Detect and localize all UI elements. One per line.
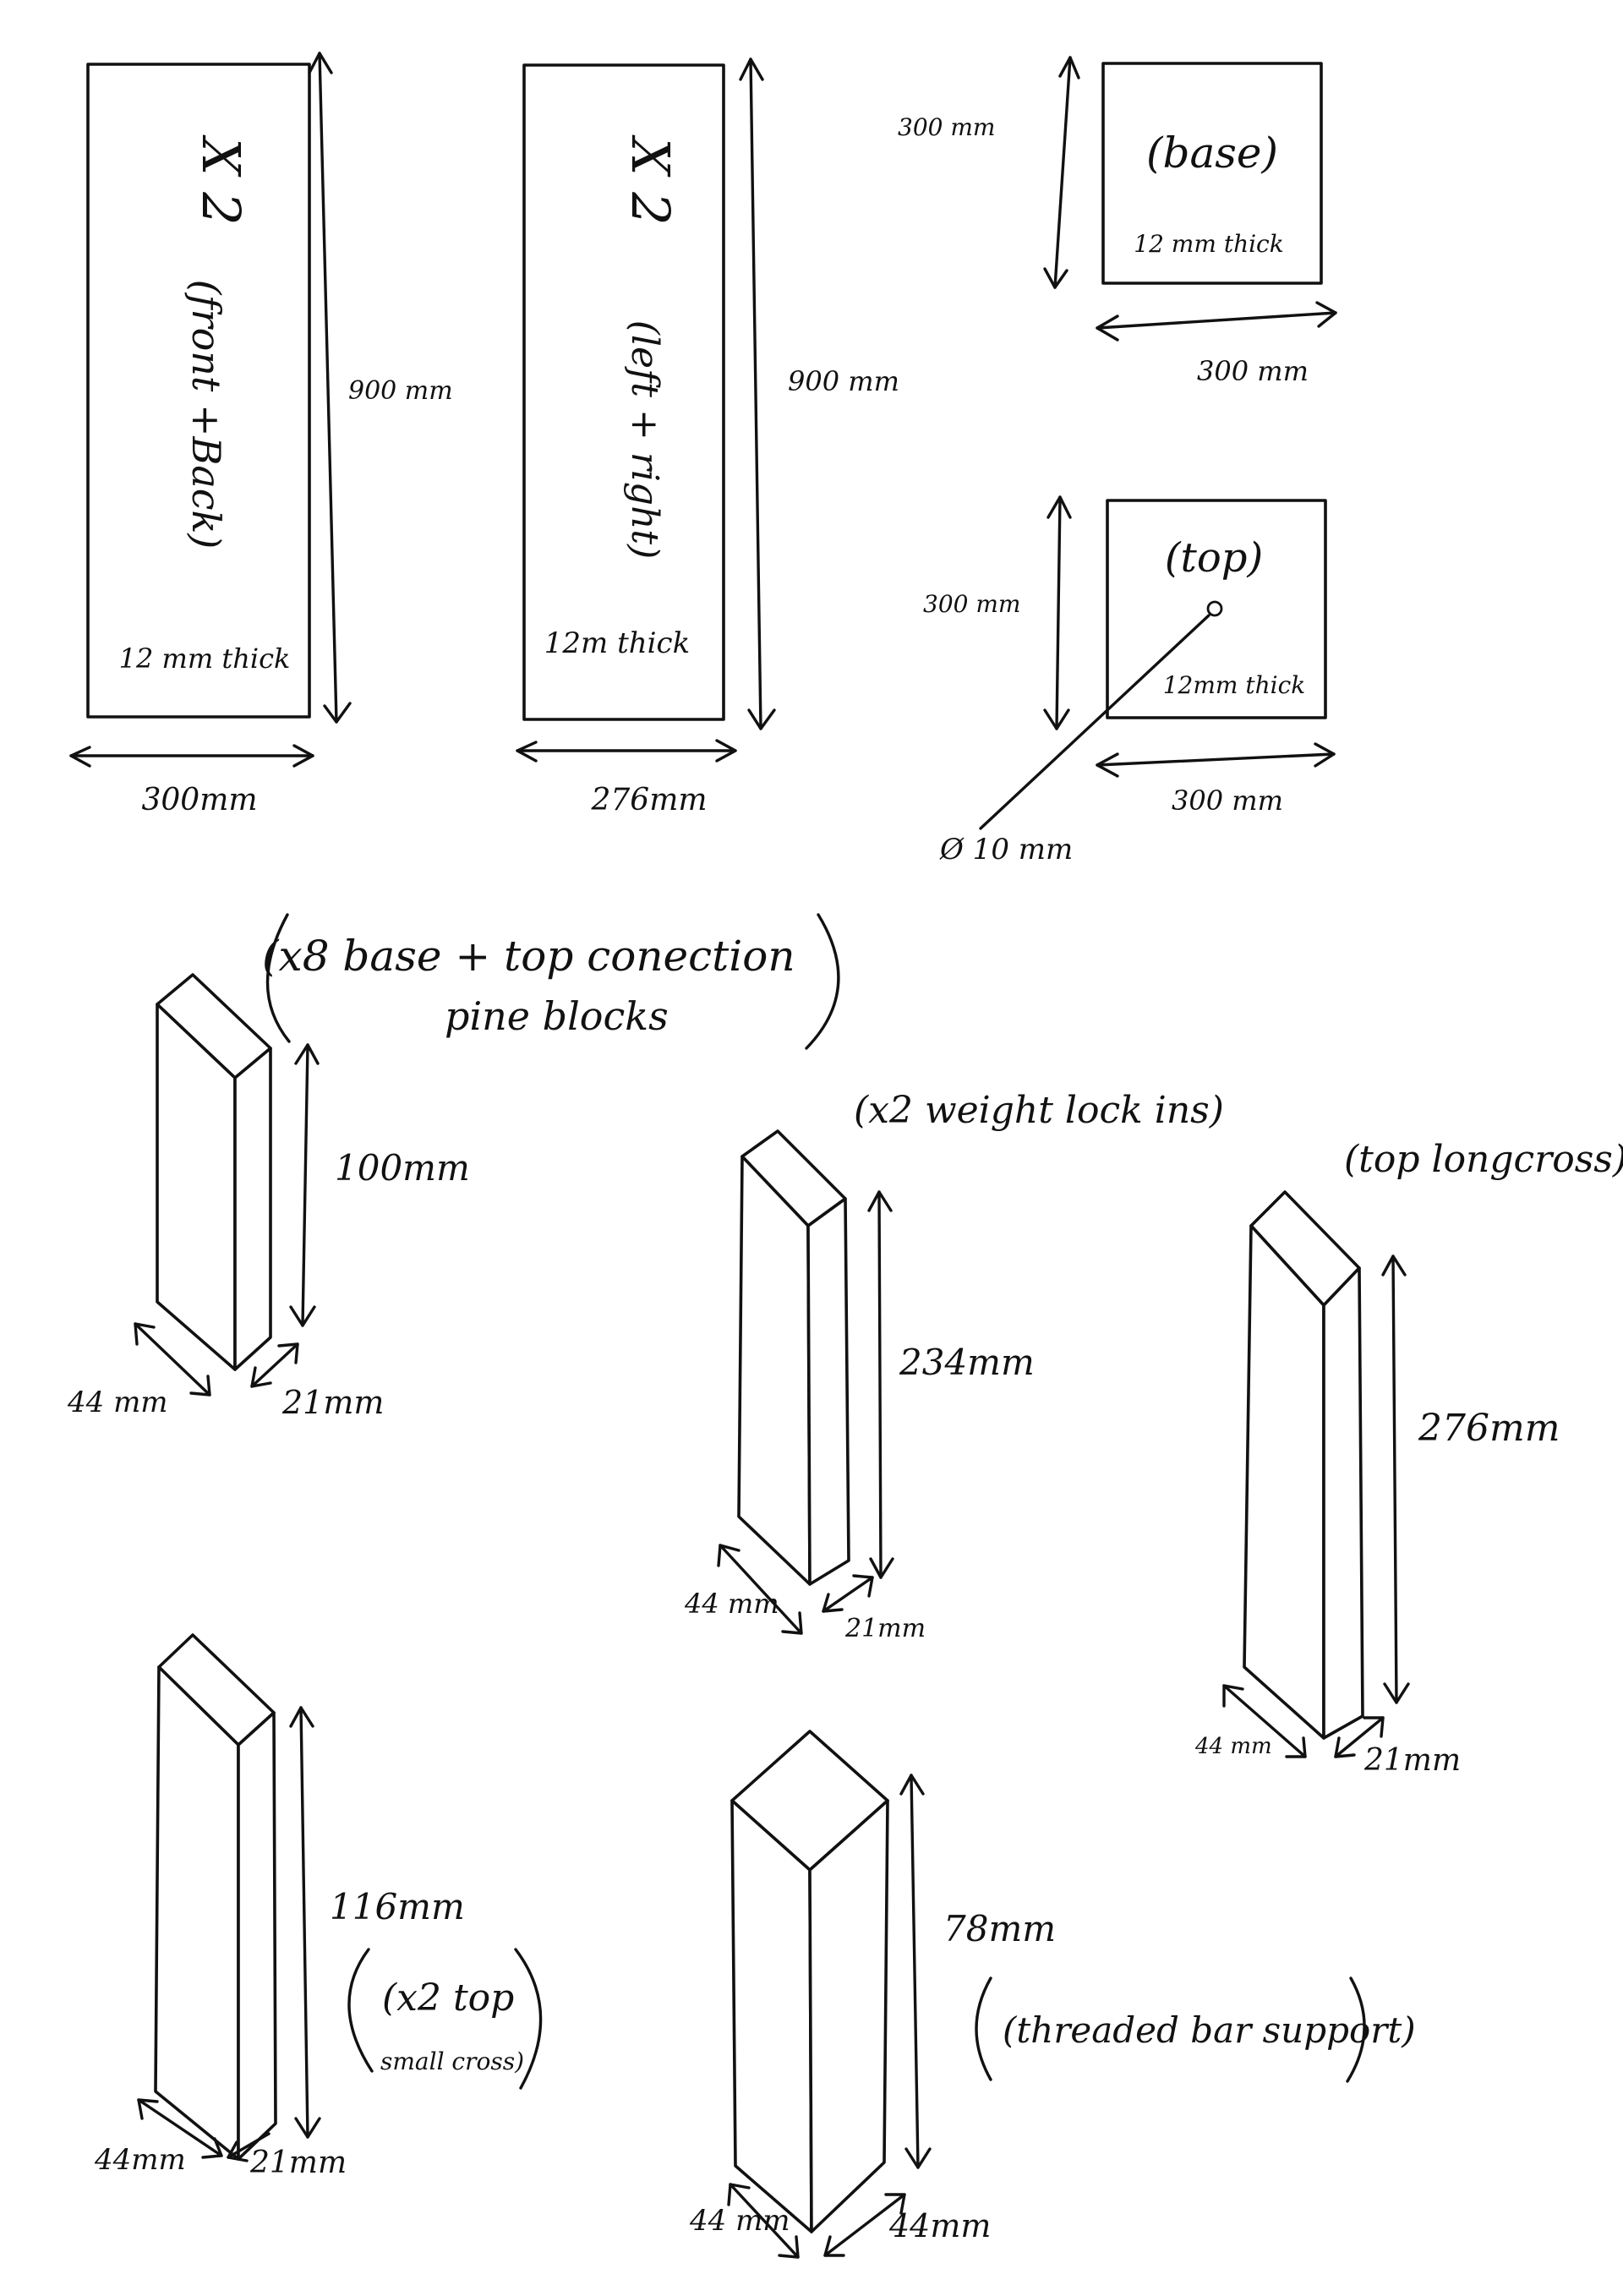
threaded-support-block-depth-label: 44 mm	[689, 2204, 790, 2238]
small-cross-block-side-face	[237, 1711, 277, 2161]
threaded-support-block-length-label: 78mm	[943, 1908, 1056, 1949]
small-cross-block-width-label: 21mm	[249, 2146, 347, 2180]
left-right-thickness: 12m thick	[544, 626, 690, 660]
threaded-support-block-caption-paren-left	[975, 1976, 992, 2081]
small-cross-block-depth-dimension-arrow	[137, 2098, 223, 2159]
left-right-panel-outline	[522, 63, 725, 721]
threaded-support-block: 78mm (threaded bar support) 44 mm 44mm	[689, 1730, 1416, 2259]
connection-block-depth-dimension-arrow	[134, 1322, 211, 1397]
front-back-thickness: 12 mm thick	[119, 642, 291, 675]
connection-block-depth-label: 44 mm	[67, 1386, 168, 1419]
threaded-support-block-caption: (threaded bar support)	[1003, 2009, 1416, 2051]
small-cross-block-caption-line1: (x2 top	[382, 1976, 514, 2020]
base-width-dimension-arrow	[1096, 301, 1337, 342]
weight-lock-block-length-label: 234mm	[899, 1342, 1035, 1383]
base-panel: (base) 12 mm thick 300 mm 300 mm	[898, 56, 1337, 387]
front-back-height-dimension-arrow	[308, 52, 352, 724]
left-right-height-label: 900 mm	[788, 365, 899, 397]
left-right-qty: X 2	[620, 134, 681, 225]
weight-lock-block-width-label: 21mm	[844, 1614, 926, 1643]
long-cross-block-depth-dimension-arrow	[1222, 1684, 1307, 1758]
long-cross-block-front-face	[1243, 1224, 1325, 1740]
small-cross-block-caption-paren-left	[347, 1948, 374, 2073]
front-back-qty: X 2	[190, 134, 252, 225]
weight-lock-block-depth-label: 44 mm	[684, 1588, 779, 1620]
threaded-support-block-width-label: 44mm	[888, 2207, 991, 2244]
base-width-label: 300 mm	[1197, 355, 1309, 387]
left-right-width-dimension-arrow	[516, 739, 737, 763]
weight-lock-block-depth-dimension-arrow	[717, 1544, 803, 1635]
top-hole-label: Ø 10 mm	[939, 833, 1073, 866]
connection-block: (x8 base + top conection pine blocks 100…	[67, 913, 840, 1421]
long-cross-block-side-face	[1322, 1266, 1364, 1740]
front-back-width-label: 300mm	[142, 783, 258, 817]
connection-block-caption-paren-right	[805, 913, 840, 1050]
top-height-dimension-arrow	[1043, 495, 1072, 730]
threaded-support-block-width-dimension-arrow	[823, 2193, 906, 2257]
left-right-width-label: 276mm	[591, 783, 708, 817]
weight-lock-block-width-dimension-arrow	[822, 1574, 874, 1613]
front-back-panel: X 2 (front +Back) 12 mm thick 900 mm 300…	[69, 52, 453, 817]
threaded-support-block-caption-paren-right	[1346, 1976, 1366, 2083]
base-height-label: 300 mm	[898, 113, 995, 141]
threaded-support-block-depth-dimension-arrow	[727, 2183, 800, 2259]
front-back-width-dimension-arrow	[69, 744, 314, 768]
base-thickness: 12 mm thick	[1134, 230, 1283, 258]
connection-block-length-label: 100mm	[335, 1147, 470, 1189]
connection-block-caption-line1: (x8 base + top conection	[262, 932, 795, 981]
left-right-name: (left + right)	[623, 320, 666, 560]
connection-block-caption-line2: pine blocks	[445, 993, 669, 1039]
weight-lock-block-side-face	[806, 1197, 850, 1586]
small-cross-block-caption-paren-right	[514, 1948, 543, 2090]
long-cross-block: (top longcross) 276mm 44 mm 21mm	[1194, 1138, 1623, 1778]
top-hole-marker	[1206, 600, 1223, 617]
small-cross-block-caption-line2: small cross)	[380, 2047, 524, 2075]
threaded-support-block-side-face	[808, 1799, 889, 2233]
small-cross-block-length-label: 116mm	[330, 1886, 465, 1927]
long-cross-block-width-label: 21mm	[1363, 1743, 1461, 1778]
small-cross-block: 116mm (x2 top small cross) 44mm 21mm	[94, 1633, 543, 2180]
top-panel: (top) 12mm thick Ø 10 mm 300 mm 300 mm	[923, 495, 1336, 866]
left-right-panel: X 2 (left + right) 12m thick 900 mm 276m…	[516, 57, 899, 817]
connection-block-caption-paren-left	[265, 913, 291, 1043]
long-cross-block-depth-label: 44 mm	[1194, 1734, 1272, 1759]
small-cross-block-width-dimension-arrow	[227, 2132, 270, 2162]
weight-lock-block: (x2 weight lock ins) 234mm 44 mm 21mm	[684, 1089, 1224, 1643]
top-name: (top)	[1165, 534, 1263, 582]
small-cross-block-front-face	[154, 1665, 240, 2161]
threaded-support-block-length-dimension-arrow	[899, 1774, 932, 2169]
connection-block-length-dimension-arrow	[289, 1043, 320, 1327]
connection-block-width-dimension-arrow	[250, 1342, 299, 1388]
weight-lock-block-length-dimension-arrow	[867, 1190, 894, 1579]
front-back-panel-outline	[86, 63, 311, 719]
top-thickness: 12mm thick	[1163, 671, 1306, 699]
long-cross-block-length-label: 276mm	[1418, 1407, 1560, 1450]
long-cross-block-caption: (top longcross)	[1344, 1138, 1623, 1181]
base-name: (base)	[1146, 128, 1278, 178]
left-right-height-dimension-arrow	[739, 57, 776, 730]
long-cross-block-length-dimension-arrow	[1381, 1255, 1410, 1704]
front-back-name: (front +Back)	[183, 280, 229, 549]
top-hole-leader-line	[979, 614, 1210, 830]
base-panel-outline	[1101, 62, 1323, 285]
small-cross-block-length-dimension-arrow	[289, 1706, 321, 2139]
weight-lock-block-caption: (x2 weight lock ins)	[854, 1089, 1224, 1132]
threaded-support-block-front-face	[730, 1799, 813, 2233]
top-height-label: 300 mm	[923, 590, 1020, 618]
long-cross-block-width-dimension-arrow	[1334, 1716, 1385, 1758]
top-width-dimension-arrow	[1096, 742, 1336, 778]
base-height-dimension-arrow	[1043, 56, 1080, 289]
top-panel-outline	[1106, 499, 1327, 719]
top-width-label: 300 mm	[1172, 784, 1283, 817]
front-back-height-label: 900 mm	[348, 376, 453, 406]
weight-lock-block-front-face	[737, 1155, 812, 1586]
connection-block-side-face	[233, 1047, 272, 1371]
small-cross-block-depth-label: 44mm	[94, 2143, 186, 2177]
connection-block-width-label: 21mm	[281, 1384, 384, 1421]
